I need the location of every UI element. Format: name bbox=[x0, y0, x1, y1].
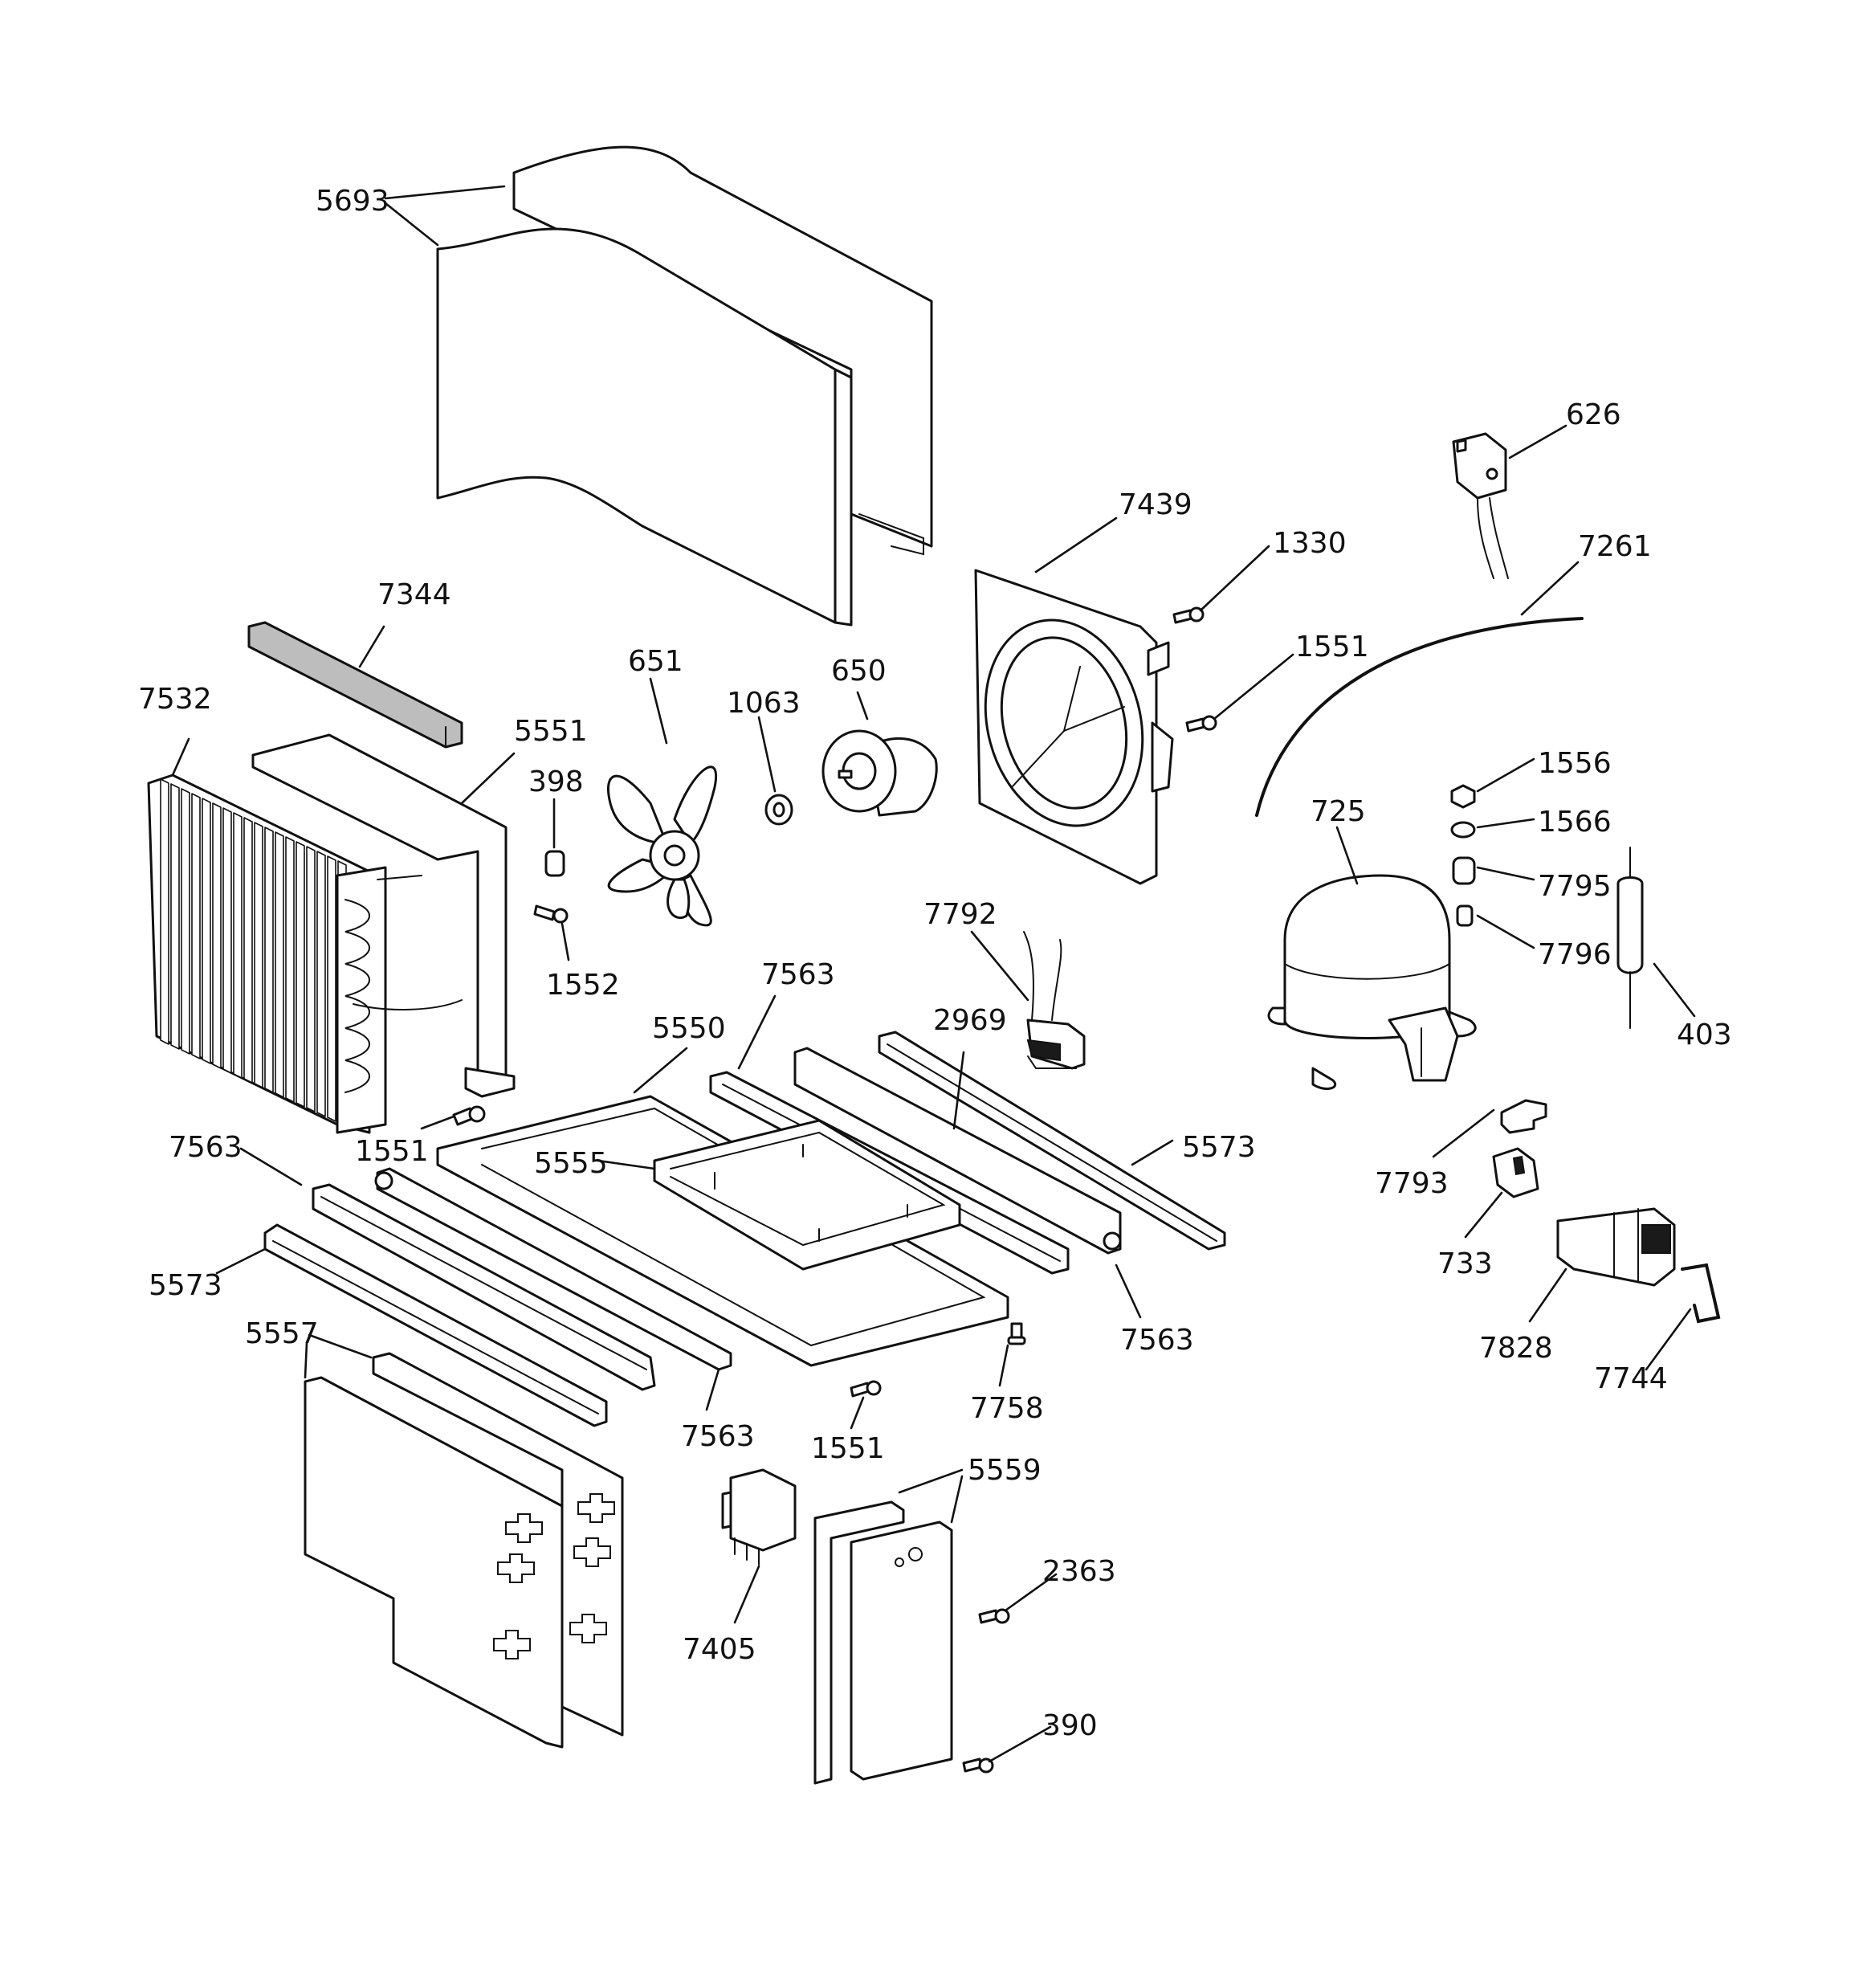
callout-5573-a: 5573 bbox=[1182, 1131, 1256, 1164]
callout-7563-a: 7563 bbox=[761, 958, 835, 991]
callout-7563-b: 7563 bbox=[169, 1131, 243, 1164]
part-398-grommet bbox=[544, 850, 565, 877]
callout-7792: 7792 bbox=[923, 898, 997, 931]
part-7439-fan-bracket bbox=[974, 569, 1174, 885]
part-5693-wrapper bbox=[436, 145, 933, 627]
callout-2969: 2969 bbox=[933, 1004, 1007, 1037]
callout-398: 398 bbox=[528, 765, 584, 798]
part-1556-nut bbox=[1450, 784, 1476, 809]
part-5551-fan-shroud bbox=[251, 733, 516, 1098]
part-7563-rail-d bbox=[374, 1167, 732, 1371]
part-7795-grommet bbox=[1452, 856, 1476, 885]
callout-7405: 7405 bbox=[683, 1633, 756, 1666]
callout-7344: 7344 bbox=[377, 578, 451, 611]
callout-7793: 7793 bbox=[1375, 1167, 1449, 1200]
callout-626: 626 bbox=[1566, 398, 1621, 431]
part-651-fan-blade bbox=[606, 765, 717, 927]
callout-5559: 5559 bbox=[968, 1454, 1042, 1487]
part-7758-screw bbox=[1007, 1322, 1026, 1345]
callout-390: 390 bbox=[1042, 1709, 1098, 1742]
callout-7261: 7261 bbox=[1578, 530, 1652, 563]
part-403-drier bbox=[1616, 847, 1644, 1029]
callout-1551-b: 1551 bbox=[355, 1135, 429, 1168]
callout-1551-c: 1551 bbox=[811, 1432, 885, 1465]
part-7796-sleeve bbox=[1456, 904, 1474, 927]
part-5557-panels bbox=[304, 1352, 624, 1749]
callout-1063: 1063 bbox=[727, 687, 801, 720]
callout-7744: 7744 bbox=[1594, 1362, 1668, 1395]
part-5555-drain-tray bbox=[653, 1119, 961, 1271]
callout-2363: 2363 bbox=[1042, 1555, 1116, 1588]
part-1552-screw bbox=[533, 904, 569, 924]
part-5550-base-pan bbox=[436, 1095, 1009, 1367]
part-1330-screw bbox=[1172, 606, 1205, 624]
callout-5550: 5550 bbox=[652, 1012, 726, 1045]
part-1063-washer bbox=[764, 794, 793, 826]
callout-5573-b: 5573 bbox=[149, 1269, 222, 1302]
callout-5557: 5557 bbox=[245, 1317, 319, 1350]
callout-650: 650 bbox=[831, 655, 887, 688]
part-390-screw bbox=[962, 1757, 994, 1774]
part-7744-clip bbox=[1681, 1263, 1721, 1324]
part-725-compressor bbox=[1267, 874, 1477, 1090]
callout-1556: 1556 bbox=[1538, 747, 1612, 780]
callout-1330: 1330 bbox=[1273, 527, 1347, 560]
callout-5555: 5555 bbox=[534, 1147, 608, 1180]
leader-lines bbox=[171, 185, 1696, 1763]
callout-7758: 7758 bbox=[970, 1392, 1044, 1425]
part-7828-overload-protector bbox=[1556, 1207, 1676, 1287]
callout-7439: 7439 bbox=[1119, 488, 1192, 521]
callout-7563-d: 7563 bbox=[1120, 1324, 1194, 1357]
callout-labels: 5693 7344 7532 5551 398 1552 651 1063 65… bbox=[138, 185, 1732, 1742]
callout-5551: 5551 bbox=[514, 715, 588, 748]
callout-5693: 5693 bbox=[316, 185, 389, 218]
callout-733: 733 bbox=[1437, 1247, 1493, 1280]
part-7532-condenser bbox=[147, 774, 387, 1134]
part-733-relay bbox=[1492, 1147, 1539, 1198]
callout-651: 651 bbox=[628, 645, 683, 678]
part-626-switch bbox=[1452, 432, 1509, 579]
part-1551-screw-c bbox=[850, 1380, 882, 1398]
callout-7563-c: 7563 bbox=[681, 1420, 755, 1453]
part-7792-capacitor bbox=[1023, 931, 1086, 1070]
part-7563-rail-c bbox=[312, 1183, 656, 1391]
part-7261-capillary-tube bbox=[1255, 617, 1584, 817]
callout-1551-a: 1551 bbox=[1295, 631, 1369, 663]
callout-7532: 7532 bbox=[138, 683, 212, 716]
part-7563-rail-b bbox=[793, 1047, 1122, 1255]
callout-403: 403 bbox=[1677, 1018, 1732, 1051]
part-5559-panels bbox=[813, 1500, 953, 1785]
part-1551-screw-a bbox=[1185, 715, 1217, 733]
part-1566-washer bbox=[1450, 821, 1476, 839]
callout-725: 725 bbox=[1311, 795, 1366, 828]
callout-1552: 1552 bbox=[546, 969, 620, 1002]
callout-7795: 7795 bbox=[1538, 870, 1612, 903]
callout-7828: 7828 bbox=[1479, 1332, 1553, 1365]
callout-7796: 7796 bbox=[1538, 938, 1612, 971]
part-650-fan-motor bbox=[821, 729, 938, 817]
part-1551-screw-b bbox=[452, 1105, 486, 1126]
part-7344-foam-strip bbox=[247, 621, 463, 749]
callout-1566: 1566 bbox=[1538, 806, 1612, 839]
part-5573-rail-a bbox=[878, 1031, 1226, 1251]
part-7405-defrost-timer bbox=[721, 1468, 797, 1565]
part-7793-terminal-cover bbox=[1500, 1099, 1547, 1134]
part-2363-screw bbox=[978, 1608, 1010, 1624]
